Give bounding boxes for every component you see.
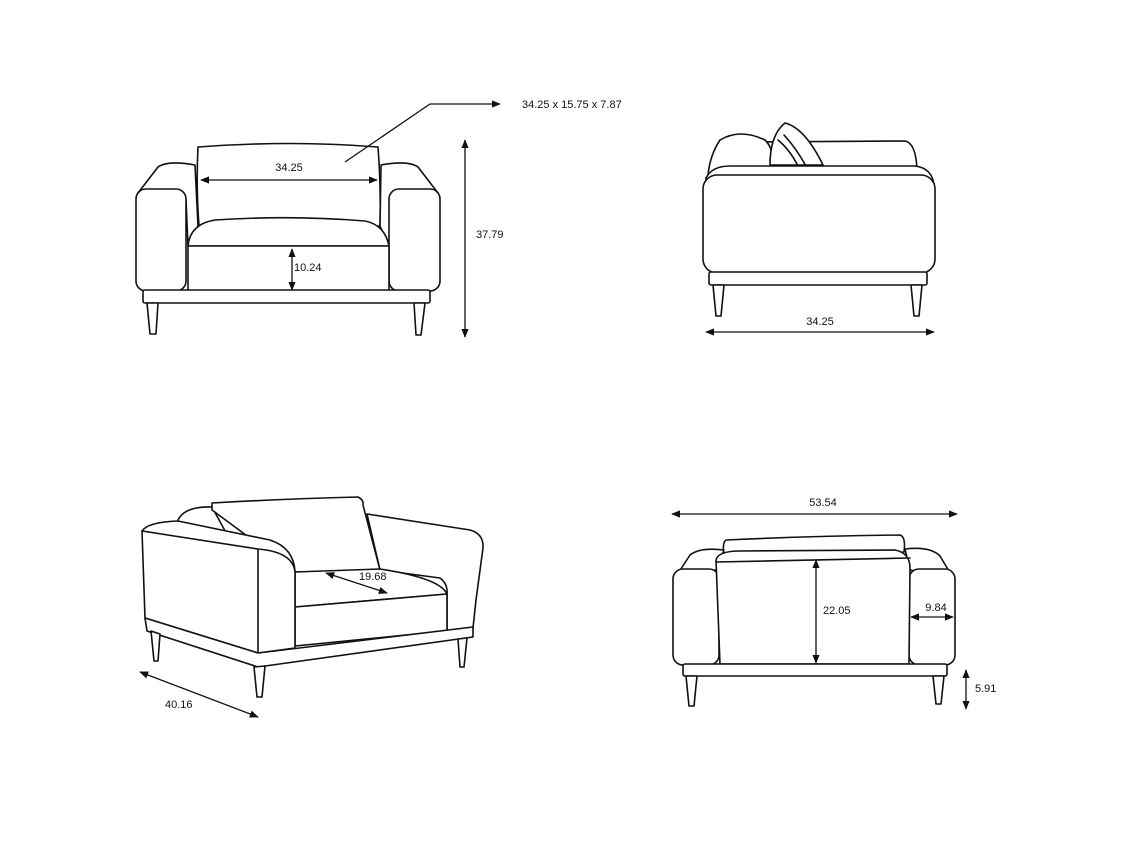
persp-leg-front-left bbox=[150, 630, 161, 662]
seat-height-label: 10.24 bbox=[294, 262, 322, 274]
back-right-leg bbox=[932, 675, 945, 705]
side-back-leg bbox=[910, 284, 923, 317]
overall-width-label: 53.54 bbox=[809, 497, 837, 509]
persp-leg-front-right bbox=[253, 665, 266, 698]
cushion-leader-line bbox=[344, 100, 501, 163]
side-base bbox=[708, 271, 928, 286]
side-front-leg bbox=[712, 284, 725, 317]
front-left-leg bbox=[146, 302, 159, 335]
overall-height-label: 37.79 bbox=[476, 229, 504, 241]
front-seat-front bbox=[187, 245, 390, 292]
cushion-width-label: 34.25 bbox=[275, 162, 303, 174]
front-right-leg bbox=[413, 302, 426, 336]
side-pillow-right bbox=[769, 122, 824, 166]
side-depth-label: 34.25 bbox=[806, 316, 834, 328]
back-height-label: 22.05 bbox=[823, 605, 851, 617]
leg-height-label: 5.91 bbox=[975, 683, 996, 695]
persp-leg-back-right bbox=[457, 637, 468, 668]
front-base bbox=[142, 289, 431, 304]
persp-depth-arrow bbox=[139, 671, 259, 718]
front-right-arm bbox=[388, 188, 441, 292]
back-left-arm bbox=[672, 568, 720, 666]
front-back-cushion bbox=[196, 142, 382, 227]
front-seat-cushion-top bbox=[187, 216, 390, 247]
back-left-leg bbox=[685, 675, 698, 707]
side-pillow-fold bbox=[777, 134, 807, 167]
persp-back-cushion bbox=[211, 496, 381, 573]
back-view: 53.54 22.05 9.84 5.91 bbox=[671, 497, 996, 710]
cushion-dimensions-label: 34.25 x 15.75 x 7.87 bbox=[522, 99, 622, 111]
seat-depth-label: 19.68 bbox=[359, 571, 387, 583]
side-view: 34.25 bbox=[702, 122, 936, 336]
persp-base bbox=[144, 617, 474, 668]
front-view: 34.25 34.25 x 15.75 x 7.87 10.24 37.79 bbox=[135, 99, 622, 338]
front-left-arm bbox=[135, 188, 187, 292]
arm-width-label: 9.84 bbox=[925, 602, 946, 614]
back-panel bbox=[715, 549, 911, 665]
perspective-view: 19.68 40.16 bbox=[139, 496, 484, 718]
persp-depth-label: 40.16 bbox=[165, 699, 193, 711]
seat-depth-arrow bbox=[325, 572, 388, 594]
back-base bbox=[682, 663, 948, 677]
side-body bbox=[702, 174, 936, 274]
